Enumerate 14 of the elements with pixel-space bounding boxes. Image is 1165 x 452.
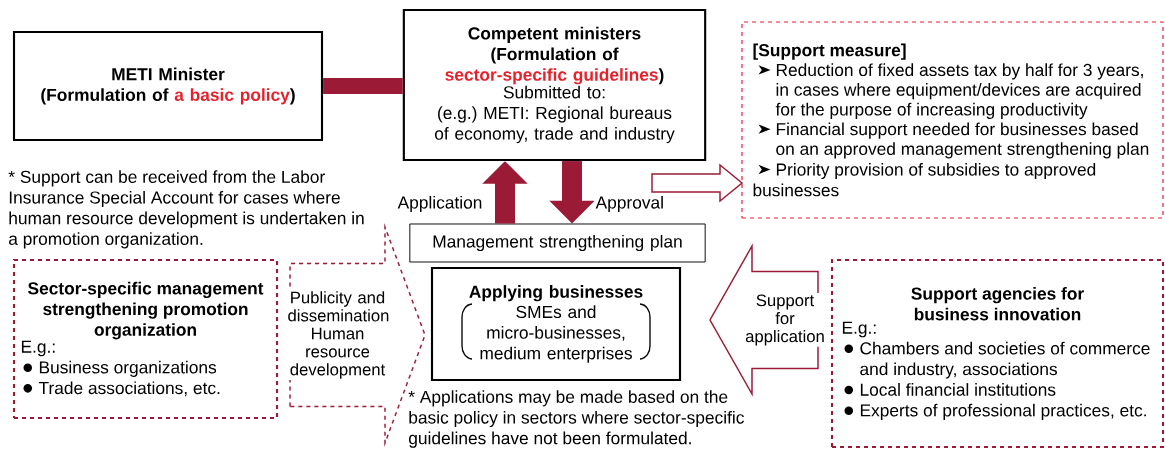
dashed-box: Support agencies for business innovation E.g.: Chambers and societies of commerce and industry, associations Local financial institutions Experts of professional practices, etc. bbox=[830, 258, 1165, 449]
footnote: * Support can be received from the Labor Insurance Special Account for cases where human resource development is undertaken in a promotion organization. bbox=[8, 170, 364, 249]
box: METI Minister (Formulation of a basic policy) bbox=[12, 30, 324, 142]
edge-label: Approval bbox=[594, 194, 666, 214]
arrow-label: Support for application bbox=[743, 293, 827, 347]
dashed-box: [Support measure] Reduction of fixed assets tax by half for 3 years, in cases where equipment/devices are acquired for the purpose of increasing productivity Financial support needed for businesses based on an approved management strengthening plan Priority provision of subsidies to approved businesses bbox=[741, 21, 1164, 219]
connector-bar bbox=[323, 78, 403, 94]
box: Management strengthening plan bbox=[409, 223, 706, 263]
block-arrow bbox=[651, 163, 744, 203]
box: Competent ministers (Formulation of sector-specific guidelines) Submitted to: (e.g.) METI: Regional bureaus of economy, trade and industry bbox=[402, 8, 707, 162]
arrow-label: Publicity and dissemination Human resource development bbox=[286, 289, 389, 381]
box: Applying businesses SMEs and micro-businesses, medium enterprises bbox=[430, 266, 682, 382]
edge-label: Application bbox=[396, 194, 484, 214]
dashed-box: Sector-specific management strengthening promotion organization E.g.: Business organizations Trade associations, etc. bbox=[12, 258, 279, 420]
